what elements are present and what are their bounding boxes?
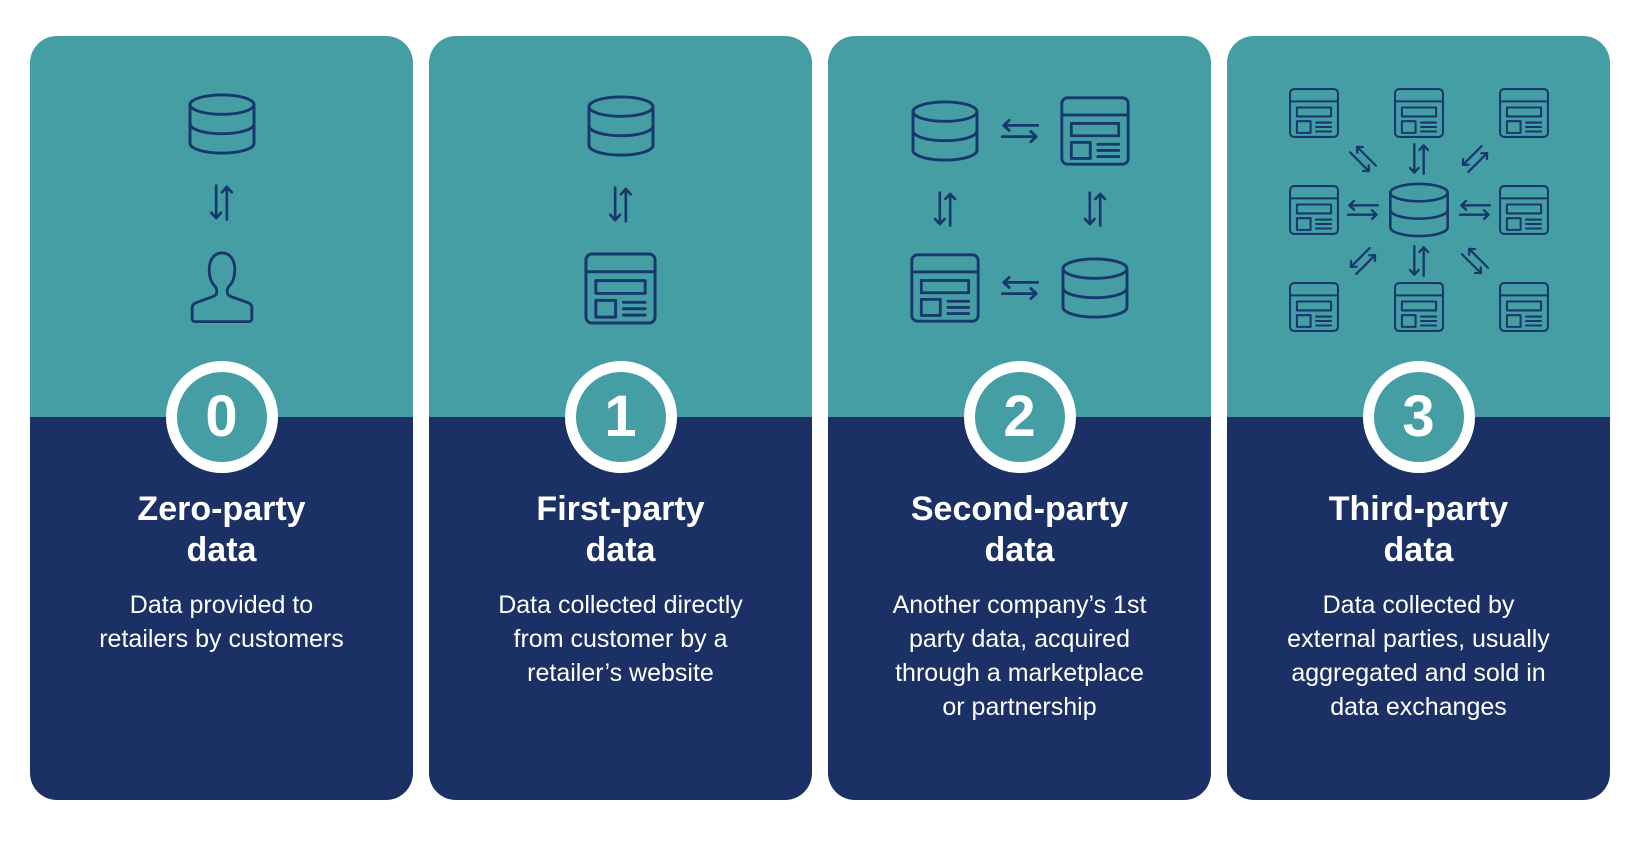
sync-arrows-icon bbox=[932, 189, 958, 229]
card-description: Another company’s 1st party data, acquir… bbox=[892, 590, 1147, 721]
sync-arrows-icon bbox=[208, 182, 235, 223]
card-title: First-party data bbox=[536, 490, 705, 570]
card-text-first-party: First-party data Data collected directly… bbox=[429, 417, 812, 800]
database-icon bbox=[185, 92, 259, 156]
card-description: Data collected by external parties, usua… bbox=[1287, 590, 1550, 721]
sync-arrows-icon bbox=[607, 184, 634, 225]
diagonal-arrows-icon bbox=[1455, 241, 1495, 281]
card-text-third-party: Third-party data Data collected by exter… bbox=[1227, 417, 1610, 800]
card-second-party-data: 2 Second-party data Another company’s 1s… bbox=[828, 36, 1211, 800]
card-illustration-first-party bbox=[429, 36, 812, 417]
card-text-zero-party: Zero-party data Data provided to retaile… bbox=[30, 417, 413, 800]
person-icon bbox=[186, 249, 258, 327]
card-illustration-zero-party bbox=[30, 36, 413, 417]
database-icon bbox=[1386, 181, 1452, 239]
browser-icon bbox=[1059, 95, 1131, 167]
browser-icon bbox=[1288, 87, 1340, 139]
step-number: 0 bbox=[205, 384, 238, 449]
card-text-second-party: Second-party data Another company’s 1st … bbox=[828, 417, 1211, 800]
card-description: Data collected directly from customer by… bbox=[498, 590, 743, 687]
card-title: Zero-party data bbox=[137, 490, 306, 570]
icon-stack bbox=[185, 92, 259, 327]
step-number-badge: 0 bbox=[165, 361, 278, 473]
step-number-badge: 1 bbox=[564, 361, 677, 473]
card-illustration-third-party bbox=[1227, 36, 1610, 417]
icon-stack bbox=[583, 94, 658, 326]
diagonal-arrows-icon bbox=[1343, 139, 1383, 179]
sync-arrows-icon bbox=[1082, 189, 1108, 229]
transfer-arrows-icon bbox=[1345, 198, 1381, 222]
card-description: Data provided to retailers by customers bbox=[99, 590, 344, 653]
browser-icon bbox=[1498, 281, 1550, 333]
database-icon bbox=[908, 99, 982, 163]
card-illustration-second-party bbox=[828, 36, 1211, 417]
step-number: 2 bbox=[1003, 384, 1036, 449]
browser-icon bbox=[1393, 281, 1445, 333]
diagonal-arrows-icon bbox=[1455, 139, 1495, 179]
sync-arrows-icon bbox=[1407, 141, 1431, 177]
browser-icon bbox=[1393, 87, 1445, 139]
browser-icon bbox=[1288, 184, 1340, 236]
browser-icon bbox=[1498, 184, 1550, 236]
card-third-party-data: 3 Third-party data Data collected by ext… bbox=[1227, 36, 1610, 800]
card-title: Third-party data bbox=[1328, 490, 1509, 570]
browser-icon bbox=[583, 251, 658, 326]
icon-grid bbox=[908, 96, 1132, 324]
card-zero-party-data: 0 Zero-party data Data provided to retai… bbox=[30, 36, 413, 800]
browser-icon bbox=[1498, 87, 1550, 139]
step-number-badge: 3 bbox=[1362, 361, 1475, 473]
icon-network-grid bbox=[1288, 87, 1550, 333]
transfer-arrows-icon bbox=[998, 117, 1042, 145]
card-first-party-data: 1 First-party data Data collected direct… bbox=[429, 36, 812, 800]
sync-arrows-icon bbox=[1407, 243, 1431, 279]
database-icon bbox=[584, 94, 658, 158]
browser-icon bbox=[909, 252, 981, 324]
step-number-badge: 2 bbox=[963, 361, 1076, 473]
database-icon bbox=[1058, 256, 1132, 320]
transfer-arrows-icon bbox=[1457, 198, 1493, 222]
transfer-arrows-icon bbox=[998, 274, 1042, 302]
browser-icon bbox=[1288, 281, 1340, 333]
diagonal-arrows-icon bbox=[1343, 241, 1383, 281]
step-number: 3 bbox=[1402, 384, 1435, 449]
step-number: 1 bbox=[604, 384, 637, 449]
card-title: Second-party data bbox=[910, 490, 1129, 570]
